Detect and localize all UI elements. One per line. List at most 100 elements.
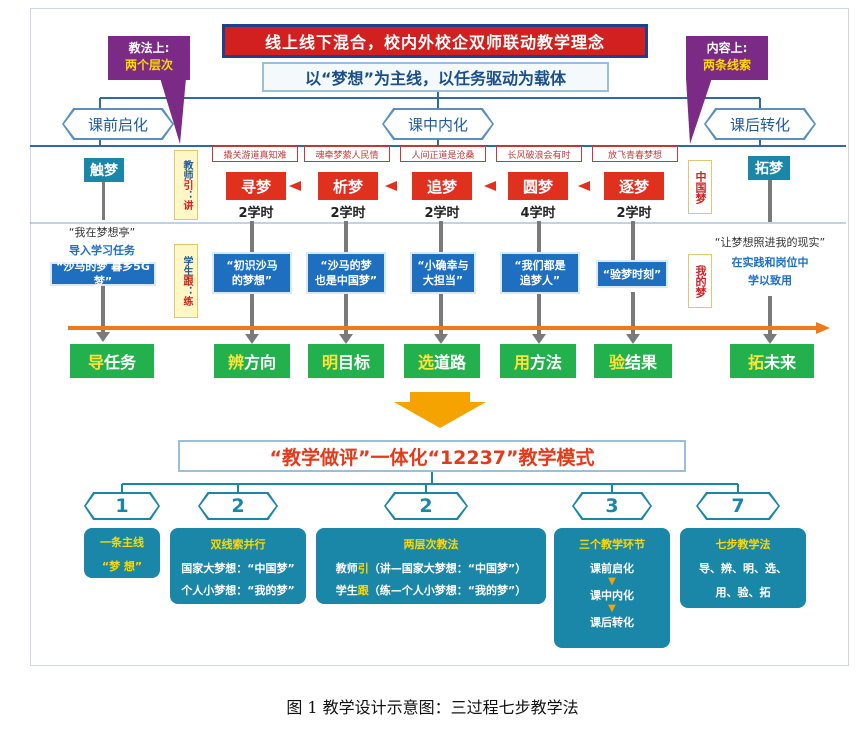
teacher-label-3: 引 (181, 180, 192, 190)
step-theme-1: 撬关游道真知难 (212, 146, 298, 162)
result-guide-hl: 导 (87, 353, 104, 372)
model-box3-head: 两层次教法 (403, 538, 459, 551)
model-box4-s3: 课后转化 (590, 616, 634, 629)
step-analyze-dream: 析梦 (318, 172, 378, 200)
model-box2-line1: 国家大梦想：“中国梦” (181, 562, 295, 575)
pre-connector (102, 182, 105, 220)
concept-title: 线上线下混合，校内外校企双师联动教学理念 (222, 24, 648, 58)
my-dream-label: 我的梦 (688, 254, 712, 308)
callout-method-line2: 两个层次 (124, 58, 173, 72)
step-theme-5: 放飞青春梦想 (592, 146, 678, 162)
model-box5-line2: 用、验、拓 (715, 586, 771, 599)
student-label-4: ： (181, 286, 192, 296)
model-box3-l1d: —国家大梦想：“中国梦”） (390, 562, 527, 575)
down-arrow-icon-2: ▼ (608, 603, 616, 614)
post-line2: 学以致用 (748, 274, 792, 287)
model-box3-l2d: —个人小梦想：“我的梦”） (390, 584, 527, 597)
china-dream-label: 中国梦 (688, 160, 712, 214)
result-4-rest: 方法 (530, 353, 563, 372)
model-box2-head: 双线索并行 (210, 538, 266, 551)
model-box5-line1: 导、辨、明、选、 (699, 562, 787, 575)
step-activity-3-l1: “小确幸与 (417, 259, 469, 272)
result-2-hl: 明 (321, 353, 338, 372)
teacher-label-1: 教 (181, 160, 192, 170)
callout-method-pointer (160, 78, 186, 144)
model-num-3-label: 3 (574, 494, 650, 518)
model-num-3: 3 (572, 492, 652, 520)
step-theme-3: 人间正道是沧桑 (400, 146, 486, 162)
badge-expand-dream: 拓梦 (748, 156, 790, 180)
callout-method: 教法上: 两个层次 (108, 36, 190, 80)
result-5-rest: 结果 (625, 353, 658, 372)
model-box-seven-steps: 七步教学法 导、辨、明、选、 用、验、拓 (680, 528, 806, 608)
teacher-label-4: ： (181, 190, 192, 200)
teacher-guide-label: 教师引：讲 (174, 150, 198, 220)
phase-mid-label: 课中内化 (384, 110, 492, 138)
pre-task: 导入学习任务 (69, 244, 135, 257)
model-box2-line2: 个人小梦想：“我的梦” (181, 584, 295, 597)
model-box3-l2a: 学生 (335, 584, 358, 597)
phase-post-label: 课后转化 (706, 110, 814, 138)
student-label-2: 生 (181, 266, 192, 276)
model-box3-l1a: 教师 (335, 562, 358, 575)
step-chase-dream: 追梦 (412, 172, 472, 200)
step-activity-4-l2: 追梦人” (519, 274, 561, 287)
model-num-2b-label: 2 (386, 494, 466, 518)
callout-content-line1: 内容上: (706, 41, 748, 55)
model-box-main-line: 一条主线 “梦 想” (84, 528, 160, 578)
student-label-3: 跟 (181, 276, 192, 286)
result-road: 选道路 (404, 344, 480, 378)
result-4-hl: 用 (513, 353, 530, 372)
figure-caption: 图 1 教学设计示意图：三过程七步教学法 (286, 698, 579, 717)
step-activity-3-l2: 大担当” (422, 274, 464, 287)
callout-content-pointer (686, 78, 712, 144)
step-activity-2-l1: “沙马的梦 (320, 259, 372, 272)
model-title: “教学做评”一体化“12237”教学模式 (178, 440, 686, 472)
result-guide-task: 导任务 (70, 344, 154, 378)
model-box3-line2: 学生跟（练—个人小梦想：“我的梦”） (316, 582, 546, 598)
model-num-7: 7 (696, 492, 780, 520)
step-activity-3: “小确幸与大担当” (410, 252, 476, 294)
teacher-label-2: 师 (181, 170, 192, 180)
model-box-dual-clues: 双线索并行 国家大梦想：“中国梦” 个人小梦想：“我的梦” (170, 528, 306, 604)
result-future: 拓未来 (730, 344, 814, 378)
step-activity-4: “我们都是追梦人” (500, 252, 580, 294)
phase-pre-label: 课前启化 (64, 110, 172, 138)
step-hours-2: 2学时 (318, 202, 378, 221)
step-hours-3: 2学时 (412, 202, 472, 221)
model-num-2b: 2 (384, 492, 468, 520)
model-box4-head: 三个教学环节 (579, 538, 645, 551)
model-box-three-phases: 三个教学环节 课前启化 ▼ 课中内化 ▼ 课后转化 (554, 528, 670, 648)
step-activity-1-l2: 的梦想” (231, 274, 273, 287)
step-hours-1: 2学时 (226, 202, 286, 221)
main-line-subtitle: 以“梦想”为主线，以任务驱动为载体 (262, 62, 609, 92)
result-3-rest: 道路 (434, 353, 467, 372)
model-box1-line2: “梦 想” (101, 560, 143, 573)
result-1-hl: 辨 (227, 353, 244, 372)
step-seek-dream: 寻梦 (226, 172, 286, 200)
model-box4-s2: 课中内化 (590, 589, 634, 602)
result-verify: 验结果 (594, 344, 672, 378)
result-1-rest: 方向 (244, 353, 277, 372)
step-fulfill-dream: 圆梦 (508, 172, 568, 200)
model-box3-l1b: 引 (357, 562, 369, 575)
teacher-label-5: 讲 (181, 200, 192, 210)
step-activity-2: “沙马的梦也是中国梦” (306, 252, 386, 294)
pre-task-box: “沙马的梦 暮乡5G梦” (50, 260, 156, 288)
model-box1-line1: 一条主线 (100, 536, 144, 549)
step-pursue-dream: 逐梦 (604, 172, 664, 200)
pre-quote: “我在梦想亭” (68, 226, 136, 239)
result-2-rest: 目标 (338, 353, 371, 372)
step-activity-4-l1: “我们都是 (514, 259, 566, 272)
phase-pre: 课前启化 (62, 108, 174, 140)
step-activity-5: “验梦时刻” (596, 260, 668, 288)
model-box3-l2b: 跟 (357, 584, 369, 597)
callout-content: 内容上: 两条线索 (686, 36, 768, 80)
callout-content-line2: 两条线索 (702, 58, 751, 72)
step-theme-2: 魂牵梦萦人民情 (304, 146, 390, 162)
post-quote: “让梦想照进我的现实” (714, 236, 826, 249)
result-5-hl: 验 (608, 353, 625, 372)
model-num-1: 1 (84, 492, 160, 520)
model-box4-s1: 课前启化 (590, 562, 634, 575)
model-box-two-levels: 两层次教法 教师引（讲—国家大梦想：“中国梦”） 学生跟（练—个人小梦想：“我的… (316, 528, 546, 604)
